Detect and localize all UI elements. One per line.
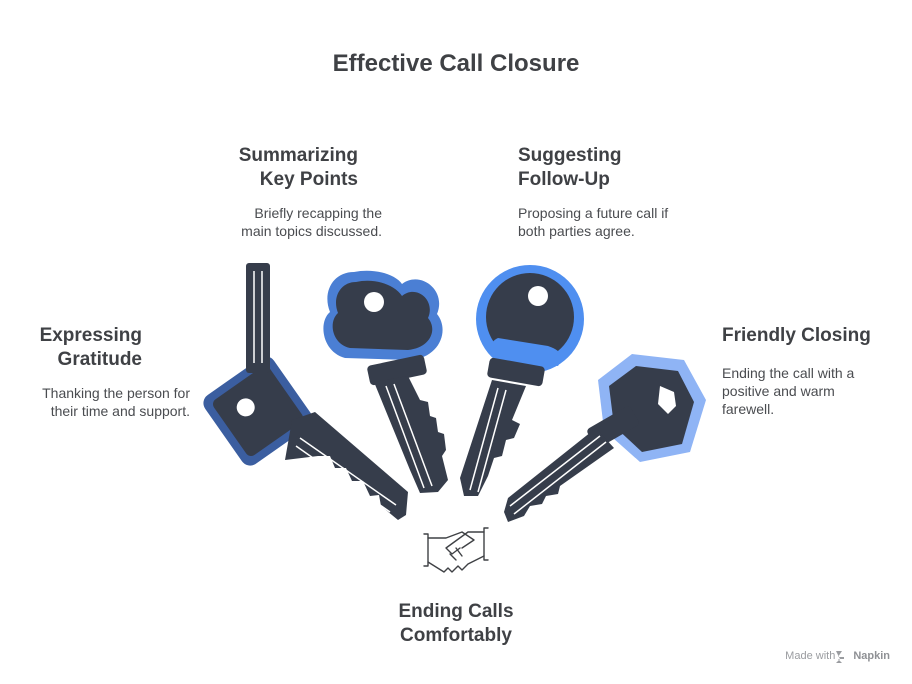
key-gratitude xyxy=(203,263,313,466)
key-closing-blade xyxy=(504,428,614,522)
heading-gratitude: Expressing Gratitude xyxy=(39,325,142,370)
made-with-credit: Made with Napkin xyxy=(785,650,890,662)
desc-summary: Briefly recapping the main topics discus… xyxy=(241,205,382,239)
page-title: Effective Call Closure xyxy=(332,50,580,77)
desc-gratitude: Thanking the person for their time and s… xyxy=(42,385,190,419)
key-gratitude-blade xyxy=(285,412,408,520)
desc-followup: Proposing a future call if both parties … xyxy=(518,205,669,239)
heading-followup: Suggesting Follow-Up xyxy=(518,145,622,190)
center-label: Ending Calls Comfortably xyxy=(398,601,514,646)
key-closing xyxy=(504,354,706,522)
handshake-icon xyxy=(423,527,489,573)
heading-closing: Friendly Closing xyxy=(722,325,871,346)
key-summary xyxy=(323,270,448,493)
heading-summary: Summarizing Key Points xyxy=(238,145,358,190)
napkin-logo-icon xyxy=(836,651,844,663)
key-followup xyxy=(460,265,584,496)
desc-closing: Ending the call with a positive and warm… xyxy=(722,365,855,417)
credit-prefix: Made with xyxy=(785,650,836,662)
credit-brand: Napkin xyxy=(853,650,890,662)
